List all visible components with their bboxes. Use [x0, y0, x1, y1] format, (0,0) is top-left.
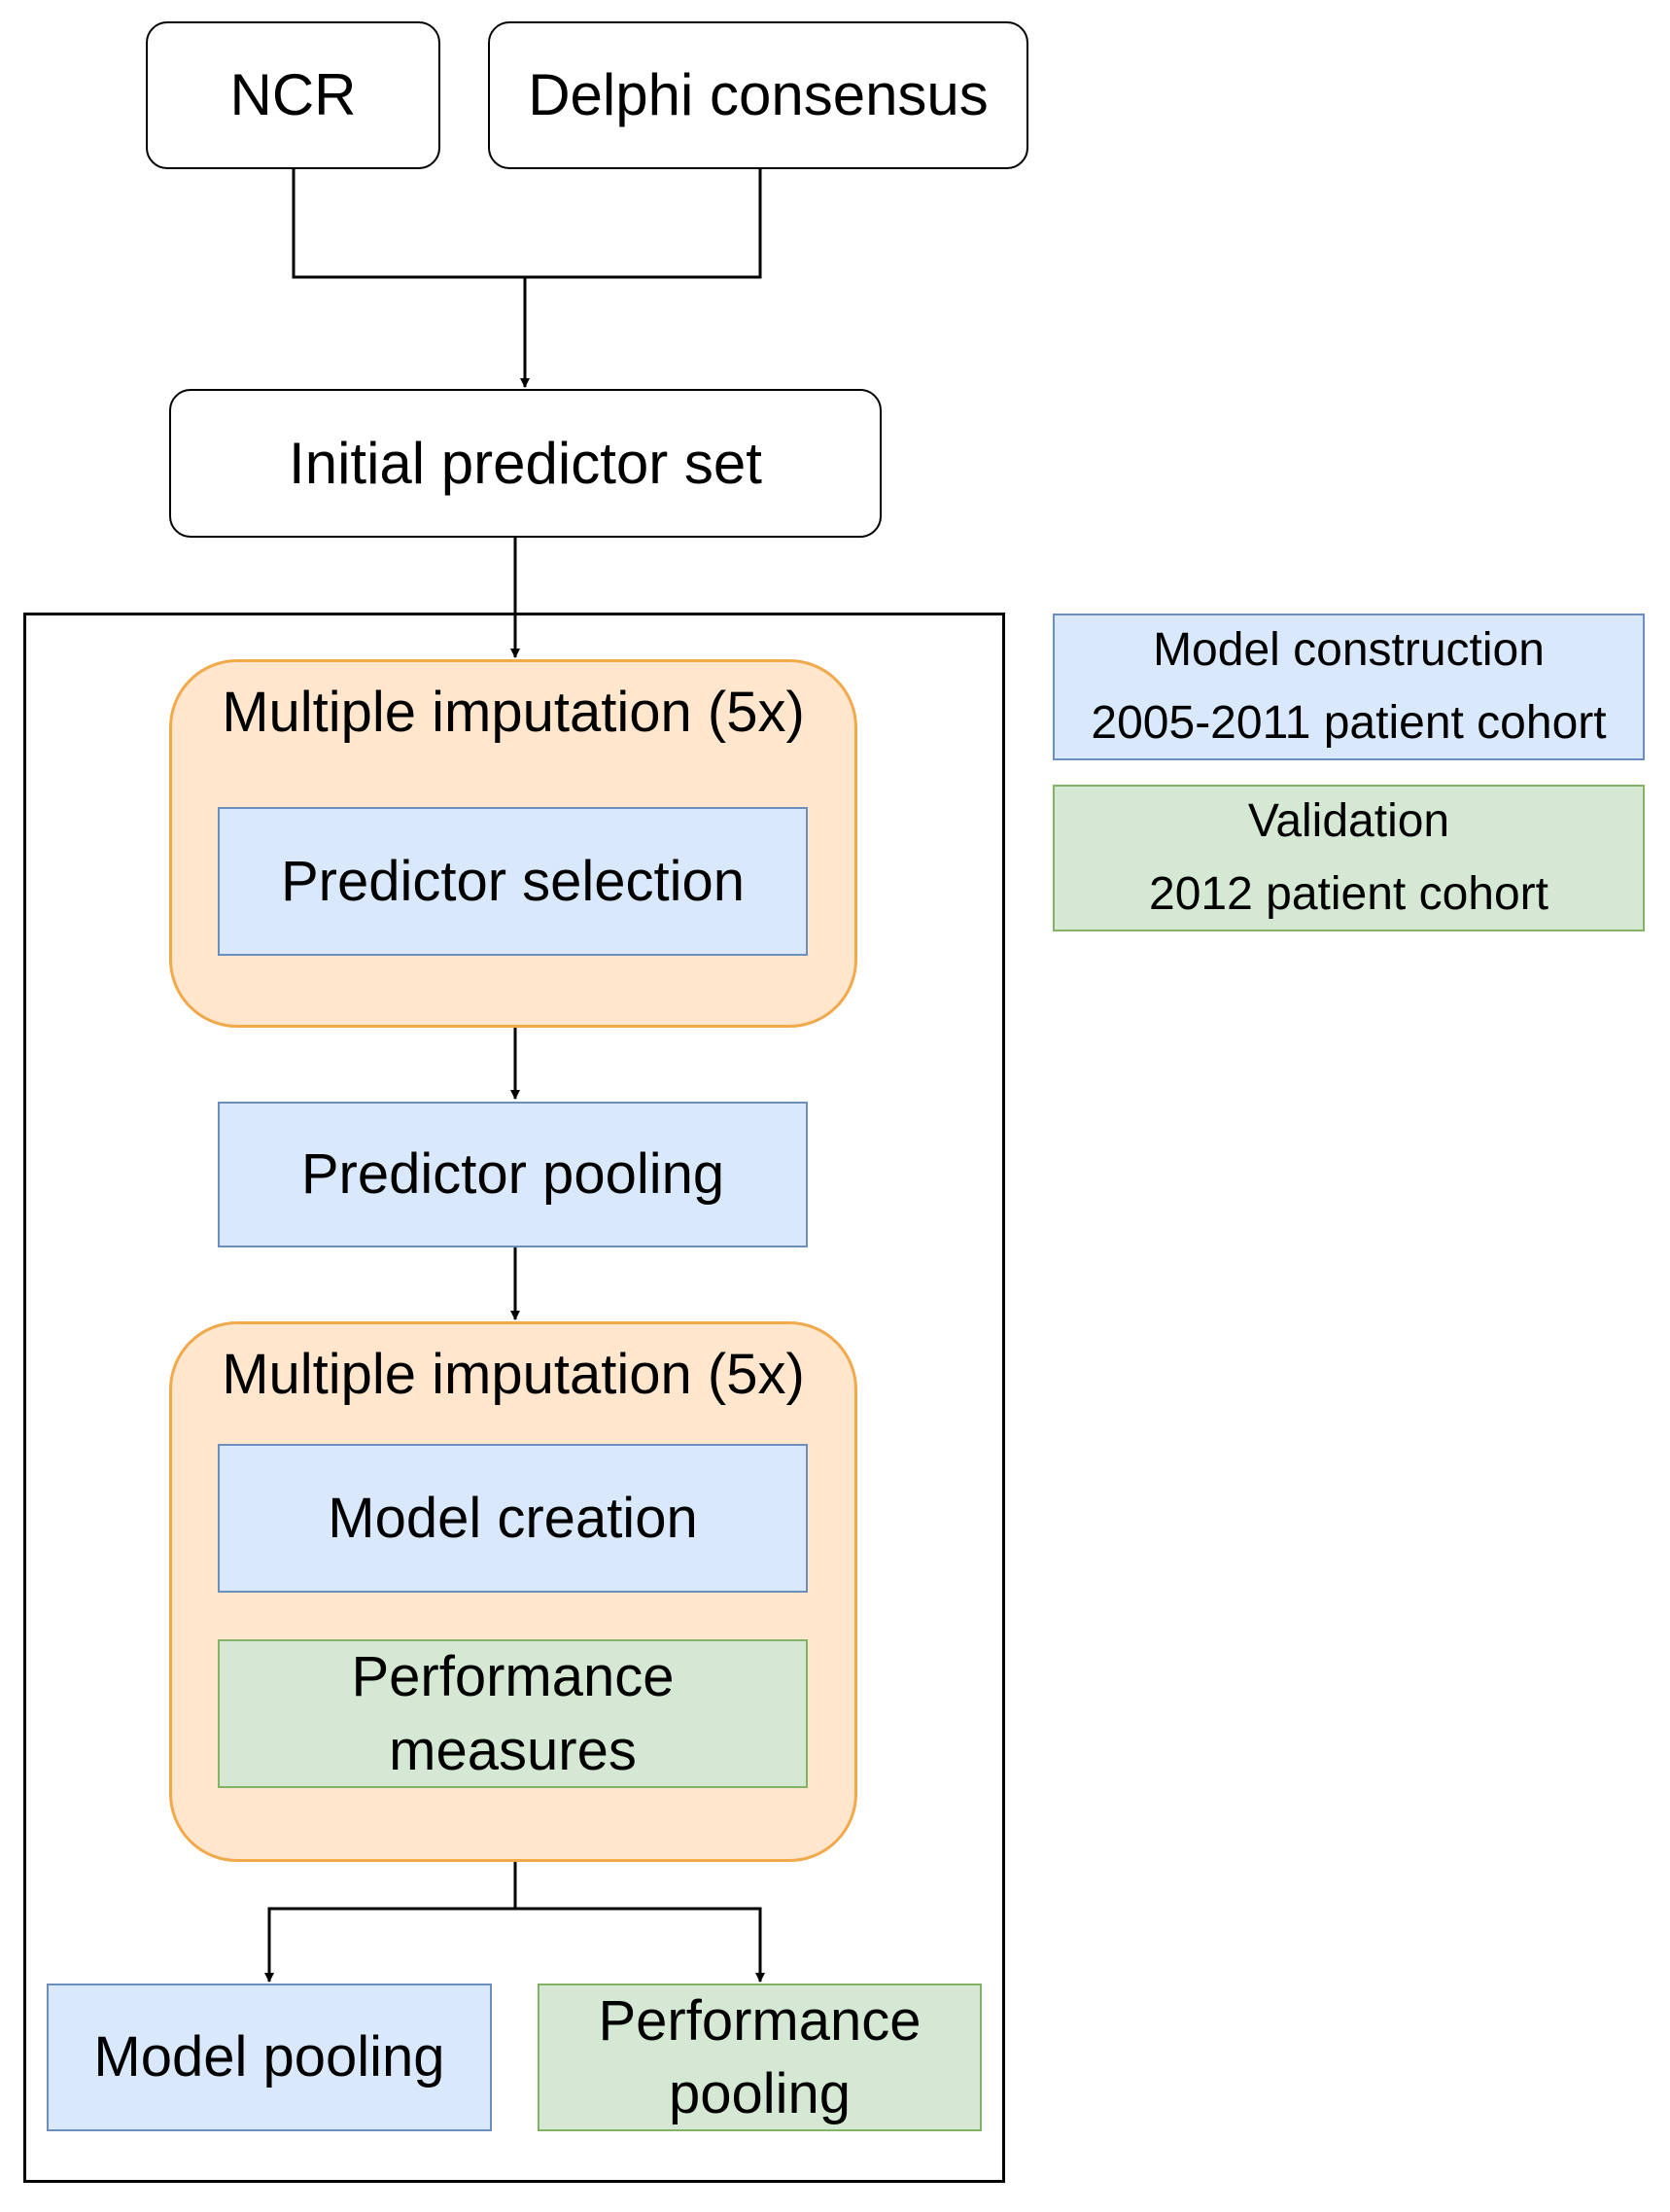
predictor-pooling-label: Predictor pooling — [300, 1142, 725, 1207]
model-pooling-node: Model pooling — [47, 1984, 492, 2131]
model-pooling-label: Model pooling — [93, 2025, 445, 2089]
delphi-consensus-label: Delphi consensus — [528, 62, 989, 127]
imputation-group-1-label: Multiple imputation (5x) — [222, 681, 805, 744]
ncr-label: NCR — [229, 62, 357, 127]
delphi-consensus-node: Delphi consensus — [488, 21, 1028, 169]
merge-connector — [292, 168, 762, 279]
process-frame — [23, 613, 1005, 2183]
model-creation-label: Model creation — [328, 1486, 698, 1550]
predictor-selection-label: Predictor selection — [280, 849, 746, 913]
predictor-selection-node: Predictor selection — [218, 807, 808, 956]
split-connector-left — [264, 1907, 515, 1983]
initial-predictor-set-node: Initial predictor set — [169, 389, 882, 538]
model-creation-node: Model creation — [218, 1444, 808, 1593]
imputation-group-2-label: Multiple imputation (5x) — [222, 1343, 805, 1406]
legend-validation: Validation 2012 patient cohort — [1053, 785, 1645, 931]
performance-measures-label-line-1: Performance — [351, 1645, 675, 1709]
legend-validation-line-1: Validation — [1247, 795, 1450, 848]
performance-measures-label-line-2: measures — [389, 1718, 637, 1782]
performance-pooling-node: Performance pooling — [538, 1984, 982, 2131]
split-connector-right — [515, 1907, 765, 1983]
legend-model-construction: Model construction 2005-2011 patient coh… — [1053, 614, 1645, 760]
performance-measures-node: Performance measures — [218, 1639, 808, 1788]
legend-validation-line-2: 2012 patient cohort — [1149, 867, 1548, 920]
predictor-pooling-node: Predictor pooling — [218, 1102, 808, 1247]
legend-model-construction-line-1: Model construction — [1153, 624, 1545, 677]
ncr-node: NCR — [146, 21, 440, 169]
legend-model-construction-line-2: 2005-2011 patient cohort — [1091, 696, 1607, 749]
performance-pooling-label-line-2: pooling — [668, 2062, 852, 2125]
initial-predictor-set-label: Initial predictor set — [289, 430, 762, 496]
performance-pooling-label-line-1: Performance — [598, 1988, 922, 2053]
